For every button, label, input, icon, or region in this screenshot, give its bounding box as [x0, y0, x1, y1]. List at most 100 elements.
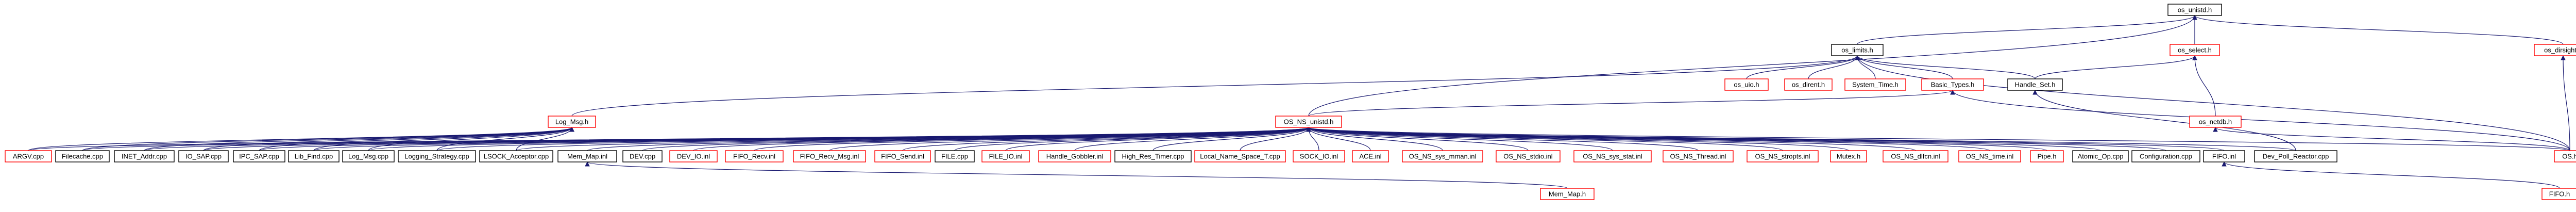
edge-Handle_Set.h-to-os_limits.h — [1855, 55, 2036, 79]
node-label: IO_SAP.cpp — [185, 153, 222, 160]
graph-node-atomic-op-cpp[interactable]: Atomic_Op.cpp — [2072, 150, 2129, 162]
node-label: FIFO.inl — [2212, 153, 2236, 160]
graph-node-configuration-cpp[interactable]: Configuration.cpp — [2131, 150, 2200, 162]
edge-Log_Msg.cpp-to-Log_Msg.h — [368, 127, 574, 151]
node-label: INET_Addr.cpp — [122, 153, 167, 160]
node-label: High_Res_Timer.cpp — [1122, 153, 1184, 160]
graph-node-sock-io-inl[interactable]: SOCK_IO.inl — [1293, 150, 1345, 162]
graph-node-argv-cpp[interactable]: ARGV.cpp — [5, 150, 52, 162]
node-box — [1352, 150, 1389, 162]
edge-OS_NS_Thread.inl-to-OS_NS_unistd.h — [1306, 127, 1699, 151]
node-label: OS_NS_dlfcn.inl — [1891, 153, 1940, 160]
graph-node-os-dirsight-h[interactable]: os_dirsight.h — [2534, 44, 2576, 56]
edge-OS.h-to-Basic_Types.h — [1950, 90, 2570, 151]
edge-OS_NS_stdio.inl-to-OS_NS_unistd.h — [1306, 127, 1529, 151]
node-label: os_dirent.h — [1792, 81, 1825, 89]
node-label: Filecache.cpp — [62, 153, 103, 160]
graph-node-mem-map-inl[interactable]: Mem_Map.inl — [557, 150, 617, 162]
edge-High_Res_Timer.cpp-to-OS_NS_unistd.h — [1153, 127, 1311, 151]
edge-Lib_Find.cpp-to-Log_Msg.h — [313, 127, 574, 151]
graph-node-os-ns-sys-stat-inl[interactable]: OS_NS_sys_stat.inl — [1573, 150, 1652, 162]
graph-node-os-ns-thread-inl[interactable]: OS_NS_Thread.inl — [1663, 150, 1734, 162]
graph-node-file-io-inl[interactable]: FILE_IO.inl — [981, 150, 1030, 162]
node-box — [233, 150, 285, 162]
node-box — [55, 150, 110, 162]
graph-node-filecache-cpp[interactable]: Filecache.cpp — [55, 150, 110, 162]
graph-node-os-select-h[interactable]: os_select.h — [2170, 44, 2220, 56]
graph-node-high-res-timer-cpp[interactable]: High_Res_Timer.cpp — [1114, 150, 1192, 162]
graph-node-fifo-h[interactable]: FIFO.h — [2541, 188, 2576, 200]
graph-node-fifo-recv-inl[interactable]: FIFO_Recv.inl — [725, 150, 784, 162]
graph-node-os-ns-stropts-inl[interactable]: OS_NS_stropts.inl — [1747, 150, 1819, 162]
node-label: os_dirsight.h — [2544, 46, 2576, 54]
graph-node-io-sap-cpp[interactable]: IO_SAP.cpp — [178, 150, 229, 162]
graph-node-lib-find-cpp[interactable]: Lib_Find.cpp — [288, 150, 340, 162]
graph-node-basic-types-h[interactable]: Basic_Types.h — [1921, 78, 1984, 91]
node-box — [1921, 78, 1984, 91]
edge-Dev_Poll_Reactor.cpp-to-Handle_Set.h — [2032, 90, 2296, 151]
graph-node-log-msg-cpp[interactable]: Log_Msg.cpp — [342, 150, 395, 162]
graph-node-os-unistd-h[interactable]: os_unistd.h — [2167, 4, 2222, 16]
graph-node-fifo-inl[interactable]: FIFO.inl — [2203, 150, 2245, 162]
graph-node-pipe-h[interactable]: Pipe.h — [2030, 150, 2064, 162]
edge-os_netdb.h-to-os_select.h — [2192, 55, 2216, 117]
graph-node-handle-set-h[interactable]: Handle_Set.h — [2007, 78, 2063, 91]
node-label: OS_NS_unistd.h — [1284, 118, 1334, 126]
edge-os_uio.h-to-os_limits.h — [1746, 55, 1860, 79]
graph-node-file-cpp[interactable]: FILE.cpp — [935, 150, 975, 162]
graph-node-mutex-h[interactable]: Mutex.h — [1830, 150, 1867, 162]
graph-node-dev-io-inl[interactable]: DEV_IO.inl — [669, 150, 718, 162]
node-label: OS_NS_stdio.inl — [1503, 153, 1552, 160]
graph-node-os-h[interactable]: OS.h — [2554, 150, 2576, 162]
graph-node-os-limits-h[interactable]: os_limits.h — [1831, 44, 1884, 56]
edge-Log_Msg.h-to-os_limits.h — [571, 55, 1860, 117]
graph-node-local-name-space-t-cpp[interactable]: Local_Name_Space_T.cpp — [1194, 150, 1286, 162]
node-label: Dev_Poll_Reactor.cpp — [2263, 153, 2329, 160]
graph-node-fifo-recv-msg-inl[interactable]: FIFO_Recv_Msg.inl — [793, 150, 866, 162]
node-box — [288, 150, 340, 162]
graph-node-log-msg-h[interactable]: Log_Msg.h — [548, 116, 596, 128]
edge-OS_NS_sys_stat.inl-to-OS_NS_unistd.h — [1306, 127, 1613, 151]
node-label: FIFO_Recv_Msg.inl — [800, 153, 859, 160]
edge-OS_NS_unistd.h-to-os_unistd.h — [1308, 15, 2197, 117]
graph-node-inet-addr-cpp[interactable]: INET_Addr.cpp — [114, 150, 175, 162]
graph-node-os-netdb-h[interactable]: os_netdb.h — [2189, 116, 2242, 128]
graph-node-system-time-h[interactable]: System_Time.h — [1844, 78, 1906, 91]
graph-node-dev-cpp[interactable]: DEV.cpp — [622, 150, 663, 162]
edge-Atomic_Op.cpp-to-OS_NS_unistd.h — [1306, 127, 2101, 151]
graph-node-os-ns-sys-mman-inl[interactable]: OS_NS_sys_mman.inl — [1402, 150, 1483, 162]
graph-node-os-uio-h[interactable]: os_uio.h — [1724, 78, 1769, 91]
node-label: System_Time.h — [1852, 81, 1899, 89]
node-box — [2167, 4, 2222, 16]
graph-node-os-dirent-h[interactable]: os_dirent.h — [1784, 78, 1833, 91]
graph-node-os-ns-dlfcn-inl[interactable]: OS_NS_dlfcn.inl — [1883, 150, 1948, 162]
node-box — [1114, 150, 1192, 162]
graph-node-os-ns-time-inl[interactable]: OS_NS_time.inl — [1958, 150, 2021, 162]
graph-node-logging-strategy-cpp[interactable]: Logging_Strategy.cpp — [398, 150, 476, 162]
graph-node-ace-inl[interactable]: ACE.inl — [1352, 150, 1389, 162]
node-box — [2131, 150, 2200, 162]
graph-node-mem-map-h[interactable]: Mem_Map.h — [1540, 188, 1595, 200]
graph-node-lsock-acceptor-cpp[interactable]: LSOCK_Acceptor.cpp — [479, 150, 553, 162]
edge-LSOCK_Acceptor.cpp-to-Log_Msg.h — [516, 127, 574, 151]
graph-node-os-ns-stdio-inl[interactable]: OS_NS_stdio.inl — [1496, 150, 1561, 162]
edge-IPC_SAP.cpp-to-Log_Msg.h — [259, 127, 574, 151]
edge-FILE_IO.inl-to-OS_NS_unistd.h — [1005, 127, 1311, 151]
node-box — [1496, 150, 1561, 162]
node-box — [557, 150, 617, 162]
graph-node-os-ns-unistd-h[interactable]: OS_NS_unistd.h — [1275, 116, 1342, 128]
edge-INET_Addr.cpp-to-Log_Msg.h — [144, 127, 574, 151]
node-box — [793, 150, 866, 162]
node-box — [725, 150, 784, 162]
graph-node-dev-poll-reactor-cpp[interactable]: Dev_Poll_Reactor.cpp — [2254, 150, 2337, 162]
graph-node-handle-gobbler-inl[interactable]: Handle_Gobbler.inl — [1038, 150, 1111, 162]
node-box — [398, 150, 476, 162]
node-label: DEV.cpp — [630, 153, 655, 160]
node-box — [342, 150, 395, 162]
graph-node-ipc-sap-cpp[interactable]: IPC_SAP.cpp — [233, 150, 285, 162]
graph-node-fifo-send-inl[interactable]: FIFO_Send.inl — [874, 150, 931, 162]
node-box — [1958, 150, 2021, 162]
node-box — [2554, 150, 2576, 162]
edge-Local_Name_Space_T.cpp-to-OS_NS_unistd.h — [1240, 127, 1311, 151]
edge-Logging_Strategy.cpp-to-Log_Msg.h — [436, 127, 574, 151]
